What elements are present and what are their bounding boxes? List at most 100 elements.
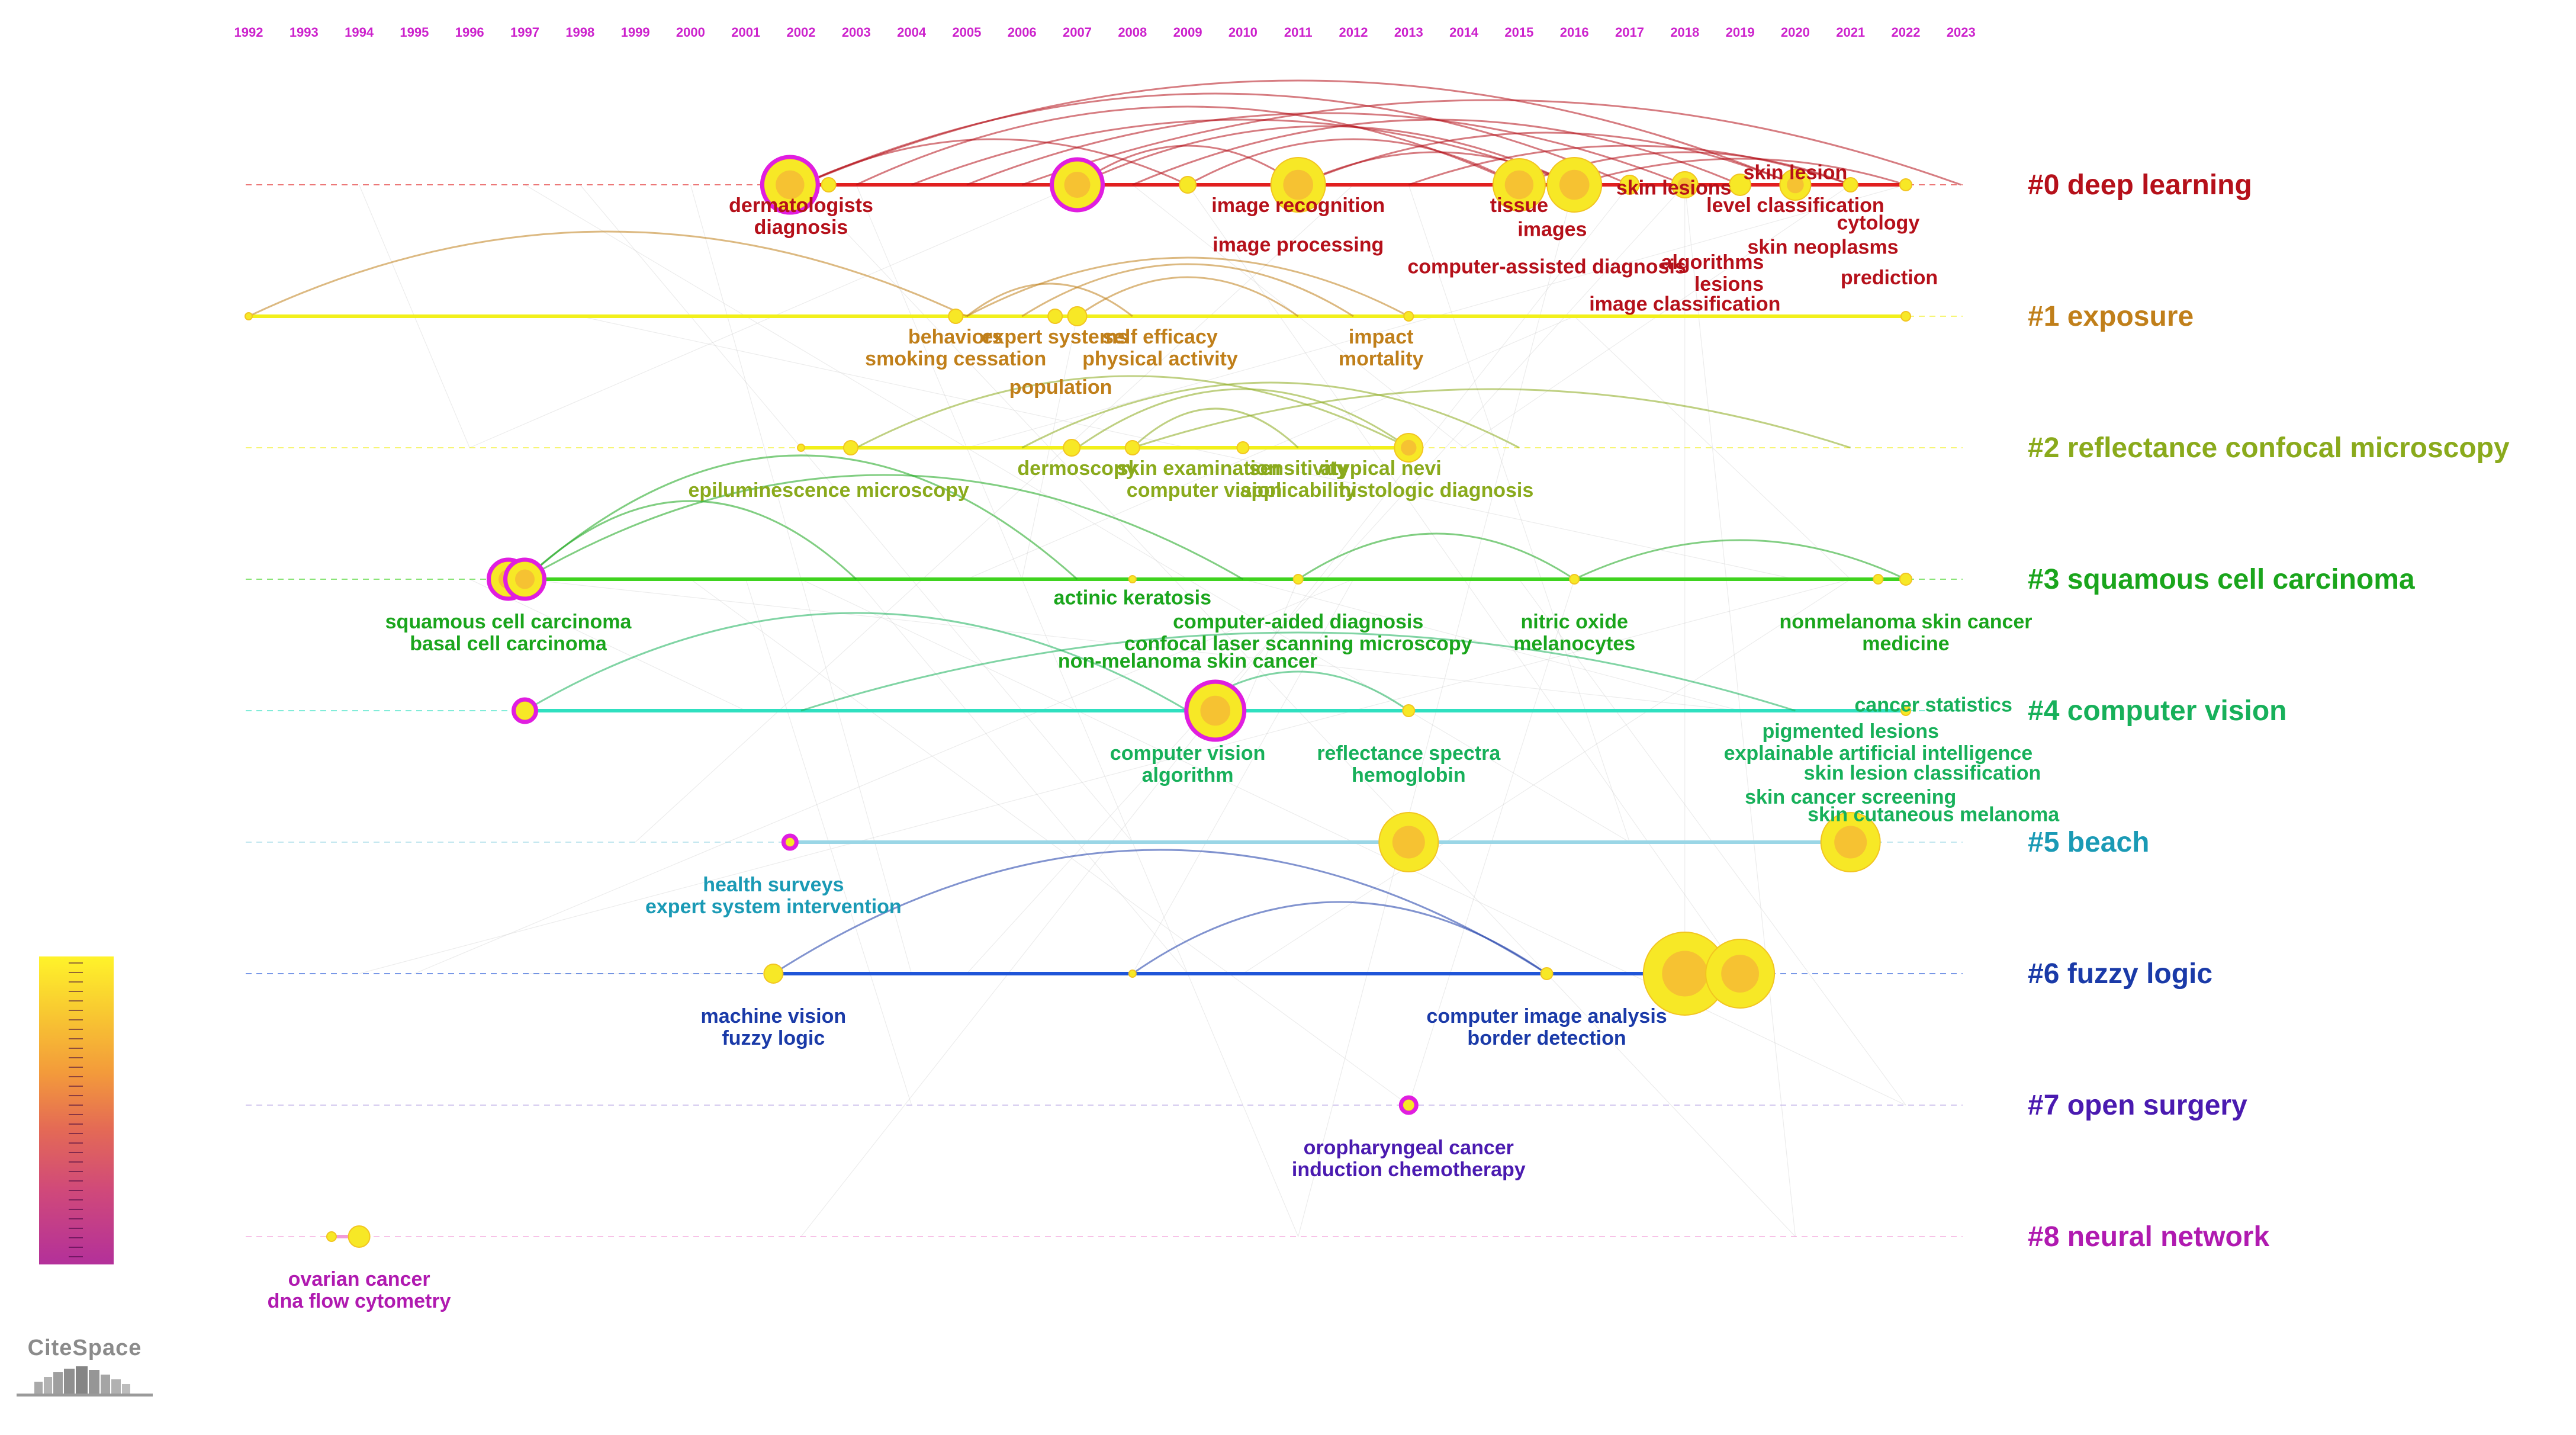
year-label: 2008 bbox=[1118, 25, 1147, 40]
year-label: 1993 bbox=[290, 25, 319, 40]
reference-node bbox=[1899, 573, 1912, 586]
cluster-label: #8 neural network bbox=[2028, 1221, 2269, 1253]
keyword-label: squamous cell carcinoma bbox=[385, 611, 632, 633]
keyword-label: population bbox=[1009, 376, 1112, 399]
reference-node-core bbox=[515, 569, 535, 589]
citation-arc bbox=[248, 230, 967, 317]
cluster-label: #4 computer vision bbox=[2028, 695, 2286, 727]
background-link bbox=[1243, 579, 1851, 974]
citation-arc bbox=[524, 474, 1244, 580]
citation-arc bbox=[966, 282, 1133, 317]
logo-base bbox=[17, 1394, 153, 1397]
citation-arc bbox=[1076, 388, 1410, 449]
keyword-label: skin lesion bbox=[1744, 162, 1848, 184]
year-label: 2011 bbox=[1284, 25, 1313, 40]
keyword-label: computer vision bbox=[1110, 742, 1266, 765]
reference-node-centrality-ring bbox=[1184, 679, 1247, 742]
cluster-label: #1 exposure bbox=[2028, 301, 2194, 332]
keyword-label: image recognition bbox=[1211, 194, 1385, 217]
reference-node-centrality-ring bbox=[503, 557, 546, 601]
year-label: 2014 bbox=[1449, 25, 1479, 40]
reference-node bbox=[326, 1231, 337, 1242]
reference-node-core bbox=[1662, 951, 1708, 997]
background-link bbox=[635, 184, 1354, 843]
keyword-label: impact bbox=[1349, 326, 1414, 348]
year-label: 1996 bbox=[455, 25, 484, 40]
cluster-label: #2 reflectance confocal microscopy bbox=[2028, 432, 2510, 464]
citation-arc bbox=[856, 375, 1409, 449]
reference-node-core bbox=[1834, 826, 1867, 859]
year-label: 1995 bbox=[400, 25, 429, 40]
reference-node-core bbox=[1064, 172, 1091, 198]
keyword-label: computer vision bbox=[1127, 479, 1282, 502]
cluster-label: #7 open surgery bbox=[2028, 1090, 2247, 1121]
cluster-labels: #0 deep learning #1 exposure #2 reflectanc… bbox=[2028, 169, 2510, 1253]
keyword-label: epiluminescence microscopy bbox=[688, 479, 969, 502]
reference-node bbox=[1236, 441, 1250, 454]
background-link bbox=[856, 579, 1188, 974]
year-label: 2022 bbox=[1892, 25, 1921, 40]
reference-node-core bbox=[1787, 176, 1804, 194]
reference-node bbox=[245, 312, 253, 320]
year-label: 2005 bbox=[952, 25, 981, 40]
keyword-label: melanocytes bbox=[1513, 633, 1635, 655]
reference-node-core bbox=[1504, 170, 1534, 200]
cluster-label: #5 beach bbox=[2028, 827, 2149, 858]
citation-arc bbox=[966, 256, 1410, 317]
year-label: 2012 bbox=[1339, 25, 1368, 40]
keyword-label: self efficacy bbox=[1102, 326, 1218, 348]
citation-arc bbox=[524, 454, 1078, 580]
keyword-label: non-melanoma skin cancer bbox=[1058, 650, 1317, 673]
citation-arc bbox=[1076, 276, 1299, 317]
keyword-label: images bbox=[1517, 219, 1587, 241]
reference-node-core bbox=[776, 170, 805, 200]
reference-node-centrality-ring bbox=[781, 833, 799, 851]
year-label: 2006 bbox=[1008, 25, 1037, 40]
keyword-label: health surveys bbox=[703, 874, 844, 896]
citespace-logo: CiteSpace bbox=[17, 1336, 153, 1401]
background-link bbox=[525, 579, 1741, 711]
background-link bbox=[1408, 184, 1630, 843]
cluster-label: #3 squamous cell carcinoma bbox=[2028, 564, 2415, 595]
citation-arc bbox=[1132, 388, 1851, 449]
keyword-label: dermoscopy bbox=[1017, 457, 1137, 480]
keyword-label: basal cell carcinoma bbox=[410, 633, 607, 655]
citation-links bbox=[248, 79, 1961, 975]
keyword-label: behaviors bbox=[908, 326, 1004, 348]
reference-node-core bbox=[1677, 177, 1692, 192]
citation-arc bbox=[800, 79, 1796, 186]
background-link bbox=[469, 579, 746, 711]
reference-node-core bbox=[1401, 439, 1417, 456]
reference-node bbox=[1128, 969, 1137, 978]
reference-node bbox=[1540, 967, 1554, 980]
reference-nodes bbox=[245, 155, 1912, 1248]
year-color-legend bbox=[39, 956, 114, 1264]
citation-arc bbox=[911, 118, 1575, 186]
citation-arc bbox=[1132, 118, 1741, 186]
year-label: 2016 bbox=[1560, 25, 1589, 40]
cluster-label: #0 deep learning bbox=[2028, 169, 2252, 201]
reference-node-centrality-ring bbox=[1050, 157, 1105, 213]
keyword-label: applicability bbox=[1240, 479, 1356, 502]
keyword-label: lesions bbox=[1694, 273, 1764, 296]
keyword-label: prediction bbox=[1841, 267, 1938, 289]
cluster-label: #6 fuzzy logic bbox=[2028, 958, 2212, 990]
citation-arc bbox=[1021, 99, 1961, 186]
citation-arc bbox=[1131, 901, 1548, 975]
background-link bbox=[414, 579, 1354, 974]
reference-node bbox=[1292, 574, 1304, 585]
keyword-label: machine vision bbox=[701, 1005, 847, 1028]
reference-node bbox=[1179, 176, 1197, 194]
year-label: 1992 bbox=[234, 25, 263, 40]
keyword-label: sensitivity bbox=[1249, 457, 1348, 480]
reference-node bbox=[1403, 311, 1414, 322]
citation-arc bbox=[1131, 407, 1299, 449]
background-link bbox=[1242, 579, 1299, 711]
reference-node bbox=[1619, 175, 1640, 195]
reference-node bbox=[1873, 574, 1884, 585]
keyword-label: pigmented lesions bbox=[1762, 720, 1939, 743]
keyword-label: hemoglobin bbox=[1352, 764, 1466, 786]
reference-node-core bbox=[1721, 955, 1760, 993]
year-label: 2015 bbox=[1504, 25, 1533, 40]
